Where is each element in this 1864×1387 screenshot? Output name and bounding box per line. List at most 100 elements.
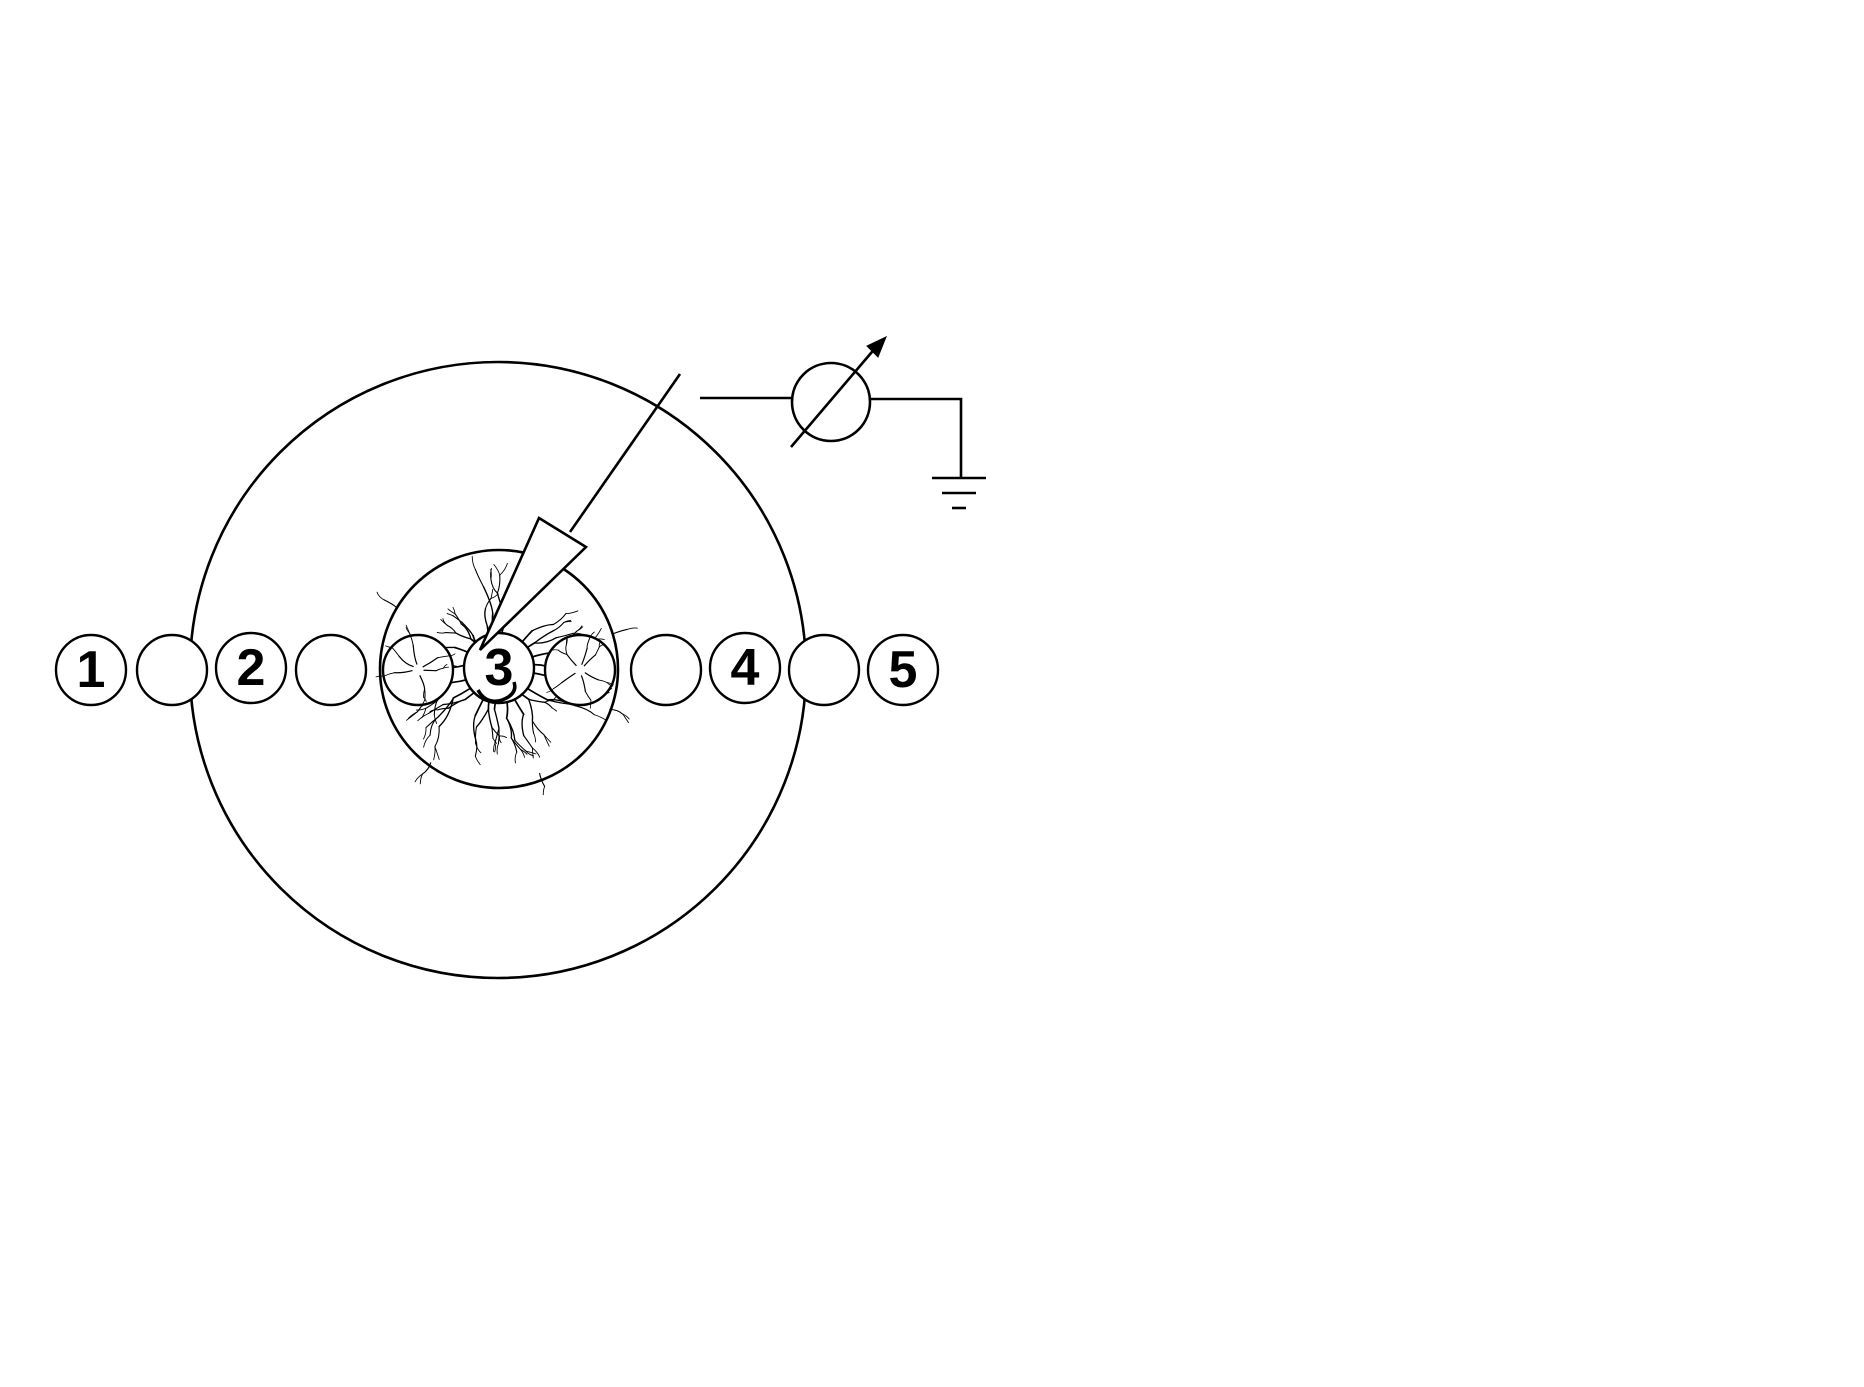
- dendrite-branch: [423, 734, 431, 748]
- dendrite-branch: [531, 747, 534, 759]
- cell-5-label: 5: [889, 641, 918, 699]
- dendrite-branch: [553, 682, 563, 689]
- dendrite-branch: [419, 675, 426, 690]
- dendrite-branch: [594, 646, 600, 656]
- dendrite-branch: [442, 618, 448, 626]
- dendrite-branch: [499, 735, 502, 744]
- dendrite-branch: [589, 631, 595, 639]
- cell-2: [214, 631, 288, 705]
- dendrite-branch: [581, 647, 588, 665]
- dendrite-branch: [474, 726, 477, 745]
- meter-variable-arrow: [790, 345, 878, 448]
- dendrite-branch: [447, 698, 466, 710]
- electrode-pipette-tip: [478, 516, 589, 651]
- dendrite-branch: [576, 626, 584, 632]
- dendrite-branch: [409, 632, 414, 646]
- dendrite-branch: [492, 738, 497, 744]
- dendrite-branch: [555, 632, 574, 639]
- cell-2-label: 2: [237, 639, 266, 697]
- dendrite-branch: [482, 586, 494, 615]
- dendrite-branch: [593, 714, 607, 721]
- electrode-wire: [568, 373, 682, 533]
- dendrite-branch: [442, 664, 448, 669]
- dendrite-branch: [455, 632, 472, 640]
- cell-unlabeled-c: [629, 633, 703, 707]
- dendrite-branch: [496, 574, 501, 594]
- dendrite-branch: [533, 732, 537, 743]
- dendrite-branch: [437, 707, 449, 711]
- cell-left-of-center: [381, 633, 455, 707]
- dendrite-branch: [565, 610, 579, 615]
- dendrite-branch: [446, 613, 454, 617]
- dendrite-branch: [609, 708, 624, 715]
- dendrite-branch: [566, 653, 577, 667]
- dendrite-branch: [539, 772, 546, 787]
- dendrite-branch: [487, 708, 493, 729]
- dendrite-branch: [471, 556, 476, 570]
- dendrite-branch: [551, 707, 558, 712]
- dendrite-branch: [613, 628, 628, 635]
- dendrite-branch: [421, 762, 432, 775]
- dendrite-branch: [584, 672, 600, 681]
- dendrite-branch: [414, 773, 423, 783]
- dendrite-branch: [565, 644, 568, 656]
- dendrite-branch: [423, 688, 426, 699]
- dendritic-region-boundary: [378, 548, 620, 790]
- dendrite-branch: [626, 627, 638, 630]
- dendrite-branch: [484, 597, 492, 610]
- dendrite-branch: [598, 679, 608, 683]
- cell-3-soma-mark: [476, 681, 517, 703]
- dendrite-branch: [533, 637, 557, 644]
- dendrite-branch: [531, 747, 541, 758]
- dendrite-branch: [474, 568, 485, 588]
- dendrite-branch: [407, 711, 418, 719]
- dendrite-branch: [398, 655, 414, 668]
- dendrite-branch: [437, 655, 449, 659]
- dendrite-branch: [429, 709, 439, 713]
- dendrite-branch: [405, 624, 411, 634]
- dendrite-branch: [472, 714, 477, 741]
- variable-meter-icon: [700, 336, 963, 477]
- dendrite-branch: [622, 713, 629, 723]
- dendrite-branch: [383, 672, 395, 677]
- cell-chain: [54, 631, 940, 707]
- dendrite-branch: [433, 700, 438, 716]
- dendrite-branch: [514, 751, 518, 764]
- cell-unlabeled-d: [787, 633, 861, 707]
- dendrite-branch: [533, 629, 555, 644]
- meter-output-lead: [870, 397, 963, 477]
- dendrite-branch: [542, 785, 546, 796]
- cell-5: [866, 633, 940, 707]
- dendrite-branch: [376, 591, 385, 601]
- dendrite-branch: [391, 646, 400, 657]
- dendrite-branch: [438, 697, 454, 728]
- dendrite-branch: [589, 699, 592, 709]
- dendrite-branch: [544, 701, 553, 709]
- meter-arrow-head: [866, 336, 887, 358]
- dendrite-branch: [383, 599, 397, 608]
- dendrite-branch: [496, 743, 499, 755]
- cell-3-label: 3: [485, 639, 514, 697]
- dendrite-branch: [586, 637, 591, 649]
- dendrite-branch: [434, 725, 440, 748]
- dendrite-branch: [393, 670, 413, 674]
- dendrite-branch: [412, 644, 418, 665]
- dendrite-branch: [452, 615, 463, 623]
- dendrite-branch: [421, 707, 427, 719]
- dendrite-branch: [499, 735, 508, 739]
- dendrite-branch: [510, 737, 518, 753]
- dendrite-branch: [490, 567, 492, 580]
- dendrite-branch: [505, 717, 516, 741]
- dendrite-branch: [557, 649, 568, 656]
- dendrite-branch: [552, 613, 567, 626]
- dendrite-branch: [493, 708, 500, 729]
- cell-4-label: 4: [731, 639, 760, 697]
- dendrite-branch: [528, 698, 534, 722]
- dendrite-branch: [525, 750, 537, 755]
- dendrite-branch: [584, 691, 592, 701]
- dendrite-branch: [433, 746, 436, 761]
- dendrite-branch: [521, 713, 525, 737]
- dendrite-branch: [528, 698, 546, 704]
- dendrite-branch: [475, 708, 490, 728]
- dendrite-branch: [446, 624, 457, 634]
